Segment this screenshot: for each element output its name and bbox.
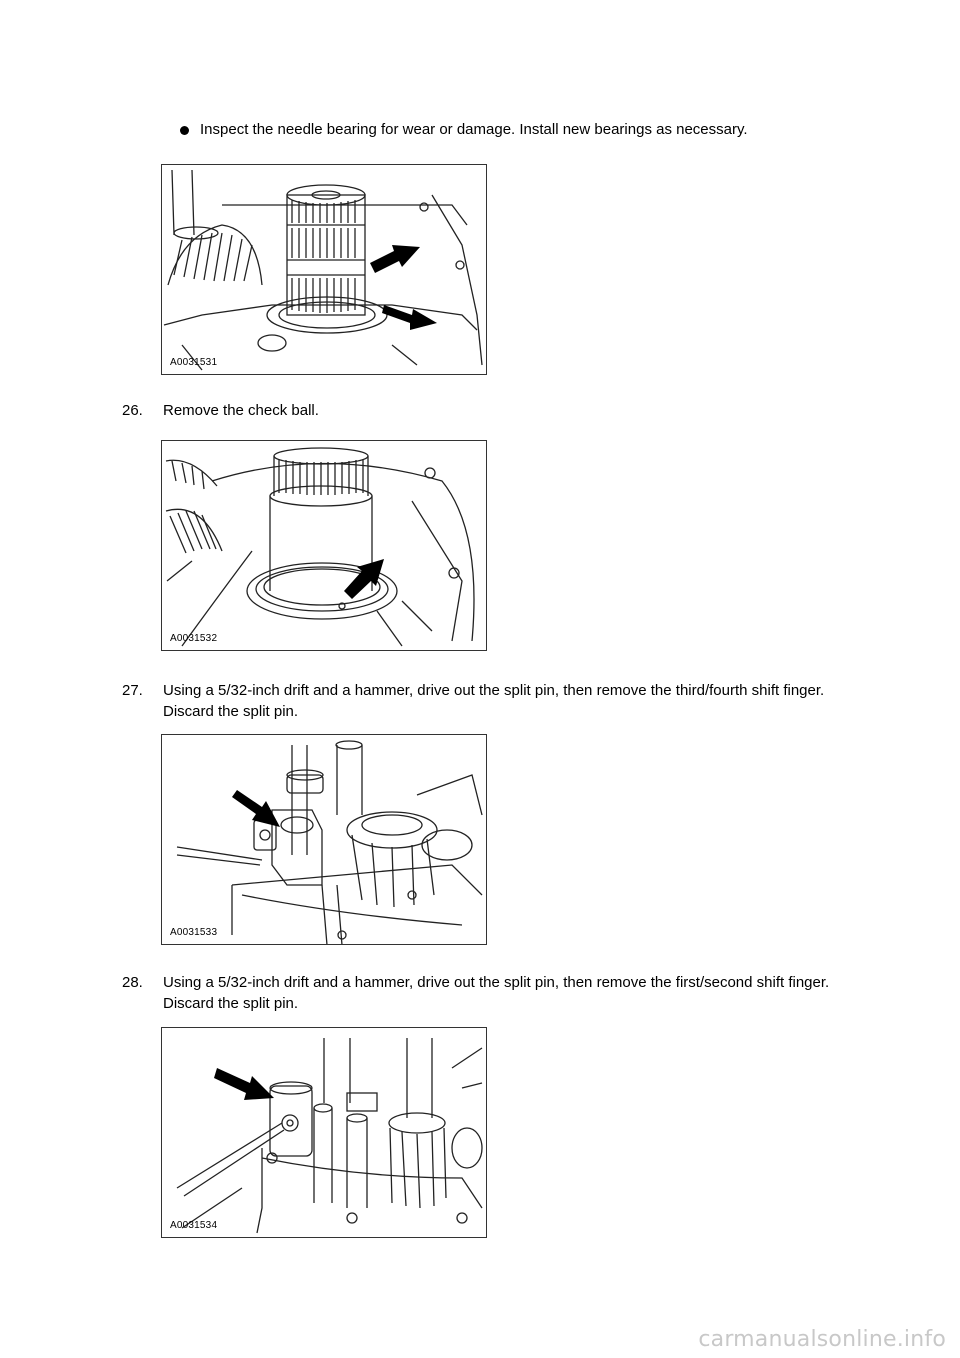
- step-number: 27.: [122, 682, 143, 699]
- step-text: Using a 5/32-inch drift and a hammer, dr…: [163, 974, 830, 1012]
- shift-finger-illustration-1: [176, 740, 483, 944]
- figure-code: A0031532: [170, 633, 218, 644]
- figure-third-fourth-shift-finger: A0031533: [161, 734, 487, 945]
- step-number: 28.: [122, 974, 143, 991]
- figure-code: A0031531: [170, 357, 218, 368]
- shift-finger-illustration-2: [176, 1038, 483, 1234]
- needle-bearing-illustration: [163, 169, 483, 371]
- figure-code: A0031533: [170, 927, 218, 938]
- bullet-dot-icon: [180, 125, 189, 135]
- figure-first-second-shift-finger: A0031534: [161, 1027, 487, 1238]
- step-number: 26.: [122, 402, 143, 419]
- step-text: Using a 5/32-inch drift and a hammer, dr…: [163, 682, 825, 720]
- step-27: 27. Using a 5/32-inch drift and a hammer…: [122, 680, 842, 722]
- step-26: 26. Remove the check ball.: [122, 400, 842, 421]
- step-28: 28. Using a 5/32-inch drift and a hammer…: [122, 972, 842, 1014]
- figure-check-ball: A0031532: [161, 440, 487, 651]
- figure-needle-bearing: A0031531: [161, 164, 487, 375]
- check-ball-illustration: [165, 447, 475, 647]
- watermark-text: carmanualsonline.info: [698, 1327, 946, 1352]
- bullet-item: Inspect the needle bearing for wear or d…: [180, 120, 748, 140]
- figure-code: A0031534: [170, 1220, 218, 1231]
- step-text: Remove the check ball.: [163, 402, 319, 419]
- bullet-text: Inspect the needle bearing for wear or d…: [200, 121, 748, 138]
